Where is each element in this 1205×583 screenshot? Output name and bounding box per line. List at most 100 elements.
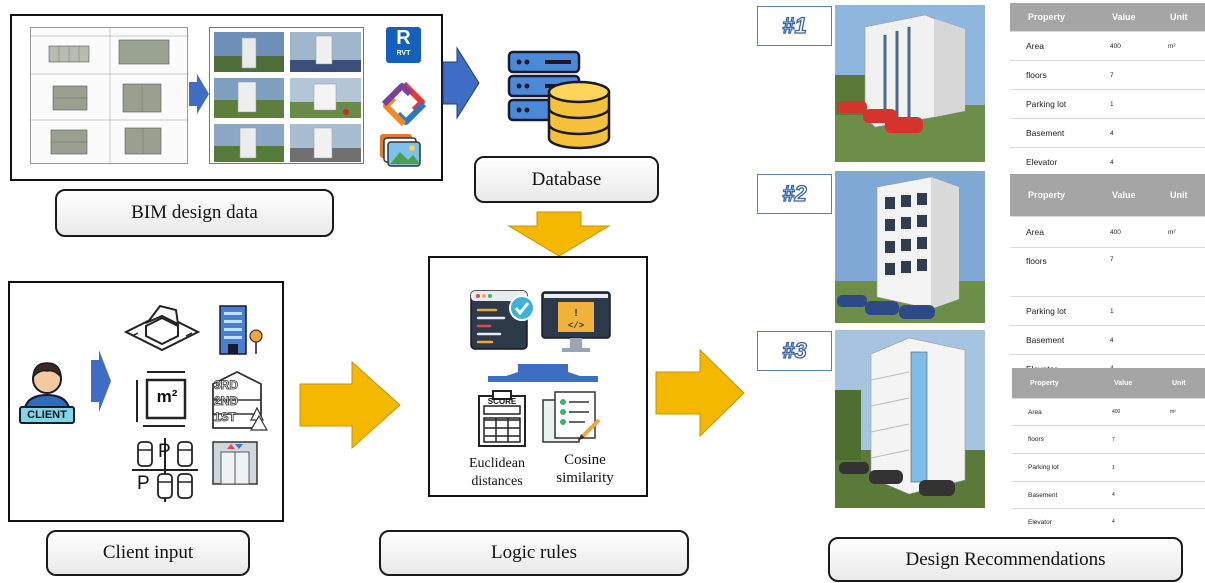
row-value: 4	[1110, 336, 1114, 344]
bim-design-data-label: BIM design data	[55, 189, 334, 237]
floor-label-1st: 1ST	[214, 410, 237, 425]
building-renders	[214, 32, 361, 162]
table-row: Area 400 m²	[1010, 216, 1205, 247]
recommendation-2-render	[835, 171, 985, 323]
row-value: 400	[1110, 42, 1121, 50]
row-value: 7	[1112, 436, 1115, 443]
image-gallery-icon	[380, 134, 421, 167]
row-value: 4	[1110, 158, 1114, 166]
bim-to-database-arrow	[442, 46, 480, 120]
client-input-label: Client input	[46, 530, 250, 576]
revit-letter: R	[396, 27, 411, 49]
svg-text:</>: </>	[568, 321, 584, 331]
row-value: 7	[1110, 71, 1114, 79]
header-value: Value	[1114, 379, 1133, 387]
recommendation-3-render	[835, 330, 985, 508]
header-value: Value	[1112, 190, 1136, 200]
checklist-icon	[542, 391, 601, 443]
database-label: Database	[474, 156, 659, 203]
row-property: Basement	[1026, 128, 1065, 138]
area-m2-icon	[136, 371, 187, 427]
parking-letter-top: P	[158, 441, 171, 462]
logic-rules-label: Logic rules	[379, 530, 689, 576]
table-row: Basement 4	[1012, 481, 1205, 508]
recommendation-3-table: Property Value Unit Area 400 m² floors 7 Pa…	[1012, 368, 1205, 530]
parking-icon	[132, 438, 198, 502]
elevator-icon	[212, 441, 258, 485]
revit-sub-label: RVT	[396, 50, 411, 57]
table-header: Property Value Unit	[1012, 368, 1205, 398]
logic-to-recommendations-arrow	[655, 348, 745, 438]
recommendation-2-badge: #2	[757, 174, 832, 214]
row-value: 400	[1112, 409, 1121, 415]
monitor-code-icon: ! </>	[541, 291, 611, 352]
design-recommendations-label: Design Recommendations	[828, 537, 1183, 582]
header-value: Value	[1112, 12, 1136, 22]
row-property: Elevator	[1026, 157, 1058, 167]
area-m2-label: m²	[156, 387, 178, 406]
client-badge: CLIENT	[19, 406, 75, 424]
database-to-logic-arrow	[507, 211, 611, 257]
floor-label-3rd: 3RD	[214, 378, 239, 393]
table-row: floors 7	[1010, 247, 1205, 296]
row-property: floors	[1028, 436, 1044, 443]
recommendation-2-table: Property Value Unit Area 400 m² floors 7 Pa…	[1010, 174, 1205, 374]
renders-sheet	[209, 27, 364, 164]
row-property: floors	[1026, 70, 1047, 80]
database-icon	[507, 50, 611, 150]
logic-up-arrow	[488, 364, 598, 382]
table-header: Property Value Unit	[1010, 174, 1205, 216]
table-row: floors 7	[1010, 60, 1205, 89]
row-value: 1	[1110, 307, 1114, 315]
svg-text:!: !	[574, 308, 577, 319]
recommendation-1-render	[835, 5, 985, 162]
header-property: Property	[1028, 12, 1066, 22]
row-value: 4	[1110, 129, 1114, 137]
row-value: 400	[1110, 228, 1121, 236]
row-property: Parking lot	[1026, 306, 1067, 316]
recommendation-1-badge: #1	[757, 6, 832, 46]
header-unit: Unit	[1172, 379, 1186, 387]
header-unit: Unit	[1170, 190, 1188, 200]
row-property: Area	[1026, 227, 1044, 237]
table-row: Elevator 4	[1012, 508, 1205, 535]
row-property: Area	[1026, 41, 1044, 51]
apartment-building-icon	[219, 305, 263, 355]
row-property: Parking lot	[1026, 99, 1067, 109]
row-value: 4	[1112, 492, 1115, 498]
row-value: 7	[1110, 256, 1114, 263]
cosine-caption: Cosine similarity	[556, 452, 614, 486]
table-row: Elevator 4	[1010, 147, 1205, 176]
row-value: 4	[1112, 519, 1115, 525]
table-row: Area 400 m²	[1012, 398, 1205, 425]
bim-inner-arrow	[189, 74, 209, 114]
row-unit: m²	[1168, 228, 1176, 236]
floor-plans-sheet	[30, 27, 189, 165]
header-unit: Unit	[1170, 12, 1188, 22]
floor-label-2nd: 2ND	[214, 394, 239, 409]
header-property: Property	[1030, 379, 1059, 387]
row-property: Basement	[1028, 491, 1058, 499]
row-value: 1	[1110, 100, 1114, 108]
score-label: SCORE	[487, 397, 517, 406]
revit-icon: R RVT	[386, 27, 421, 63]
parking-letter-bottom: P	[137, 473, 150, 494]
table-header: Property Value Unit	[1010, 3, 1205, 31]
euclidean-caption: Euclidean distances	[469, 456, 525, 489]
header-property: Property	[1028, 190, 1066, 200]
table-row: floors 7	[1012, 425, 1205, 453]
row-property: floors	[1026, 256, 1047, 266]
row-unit: m²	[1170, 409, 1176, 415]
floors-icon	[212, 370, 269, 431]
row-property: Basement	[1026, 335, 1065, 345]
table-row: Parking lot 1	[1010, 89, 1205, 118]
code-window-icon	[470, 290, 535, 350]
row-property: Parking lot	[1028, 464, 1059, 471]
row-property: Area	[1028, 408, 1042, 416]
site-house-icon	[123, 304, 201, 352]
row-property: Elevator	[1028, 518, 1052, 526]
table-row: Parking lot 1	[1010, 296, 1205, 325]
